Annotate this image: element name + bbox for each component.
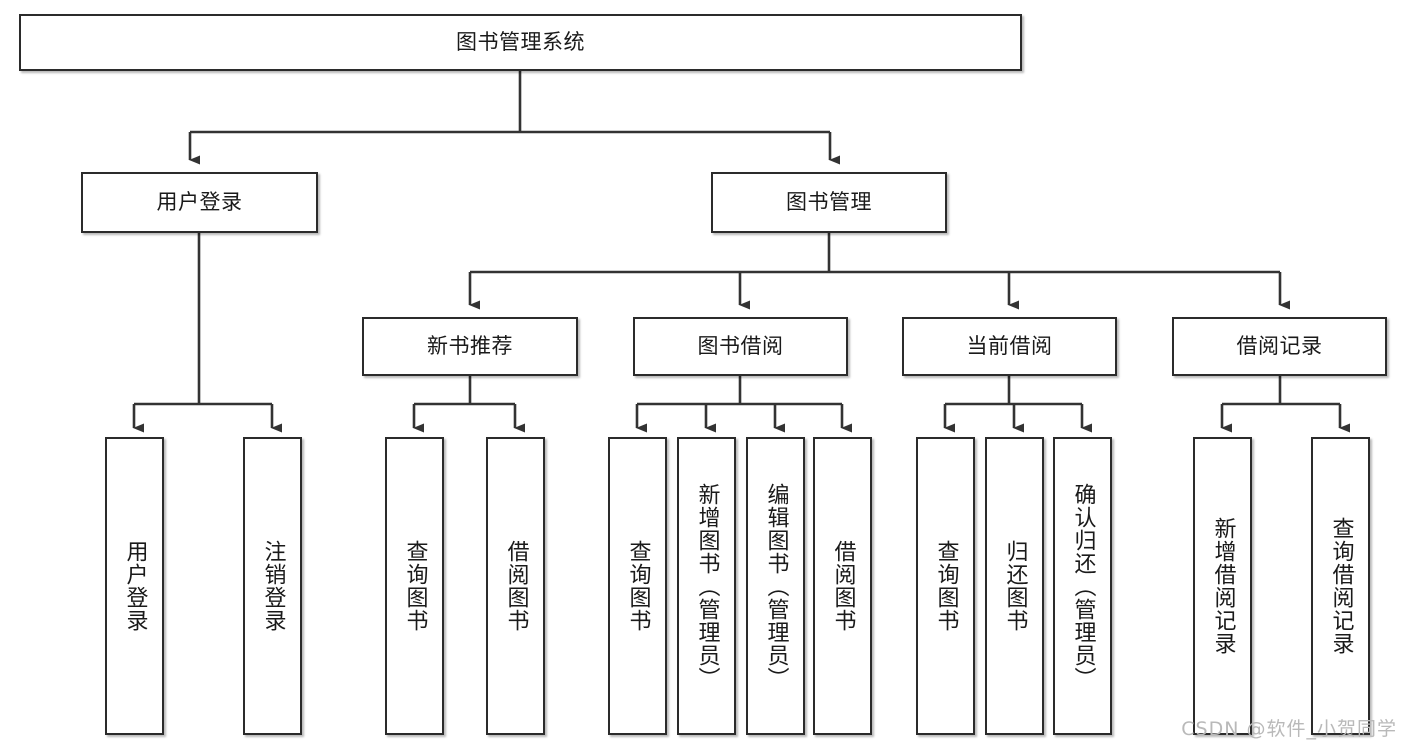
node-book-borrow[interactable]: 图书借阅 [633, 317, 848, 376]
node-borrow-record[interactable]: 借阅记录 [1172, 317, 1387, 376]
watermark: CSDN @软件_小贺同学 [1181, 718, 1397, 740]
leaf-new-book-query[interactable]: 查询图书 [385, 437, 444, 735]
node-label: 编辑图书（管理员） [763, 482, 789, 690]
node-label: 图书管理 [786, 190, 872, 215]
node-label: 归还图书 [1002, 540, 1028, 632]
node-label: 图书借阅 [697, 334, 784, 359]
node-current-borrow[interactable]: 当前借阅 [902, 317, 1117, 376]
node-label: 当前借阅 [966, 334, 1053, 359]
leaf-book-borrow-query[interactable]: 查询图书 [608, 437, 667, 735]
leaf-user-login-logout[interactable]: 注销登录 [243, 437, 302, 735]
node-label: 用户登录 [122, 540, 148, 632]
leaf-borrow-record-query[interactable]: 查询借阅记录 [1311, 437, 1370, 735]
node-label: 查询借阅记录 [1328, 517, 1354, 655]
node-label: 图书管理系统 [456, 30, 585, 55]
leaf-user-login-login[interactable]: 用户登录 [105, 437, 164, 735]
leaf-borrow-record-add[interactable]: 新增借阅记录 [1193, 437, 1252, 735]
node-label: 借阅记录 [1236, 334, 1323, 359]
node-label: 查询图书 [402, 540, 428, 632]
leaf-new-book-borrow[interactable]: 借阅图书 [486, 437, 545, 735]
node-label: 查询图书 [625, 540, 651, 632]
leaf-book-borrow-add[interactable]: 新增图书（管理员） [677, 437, 736, 735]
node-label: 查询图书 [933, 540, 959, 632]
node-root[interactable]: 图书管理系统 [19, 14, 1022, 71]
node-label: 借阅图书 [830, 540, 856, 632]
node-book-management[interactable]: 图书管理 [711, 172, 947, 233]
node-label: 确认归还（管理员） [1070, 482, 1096, 690]
node-label: 新增图书（管理员） [694, 482, 720, 690]
leaf-book-borrow-borrow[interactable]: 借阅图书 [813, 437, 872, 735]
node-new-book-recommend[interactable]: 新书推荐 [362, 317, 578, 376]
node-label: 用户登录 [156, 190, 243, 215]
node-label: 新书推荐 [427, 334, 513, 359]
leaf-current-borrow-confirm[interactable]: 确认归还（管理员） [1053, 437, 1112, 735]
node-label: 新增借阅记录 [1210, 517, 1236, 655]
leaf-book-borrow-edit[interactable]: 编辑图书（管理员） [746, 437, 805, 735]
node-label: 注销登录 [260, 540, 286, 632]
node-label: 借阅图书 [503, 540, 529, 632]
leaf-current-borrow-return[interactable]: 归还图书 [985, 437, 1044, 735]
node-user-login[interactable]: 用户登录 [81, 172, 318, 233]
leaf-current-borrow-query[interactable]: 查询图书 [916, 437, 975, 735]
